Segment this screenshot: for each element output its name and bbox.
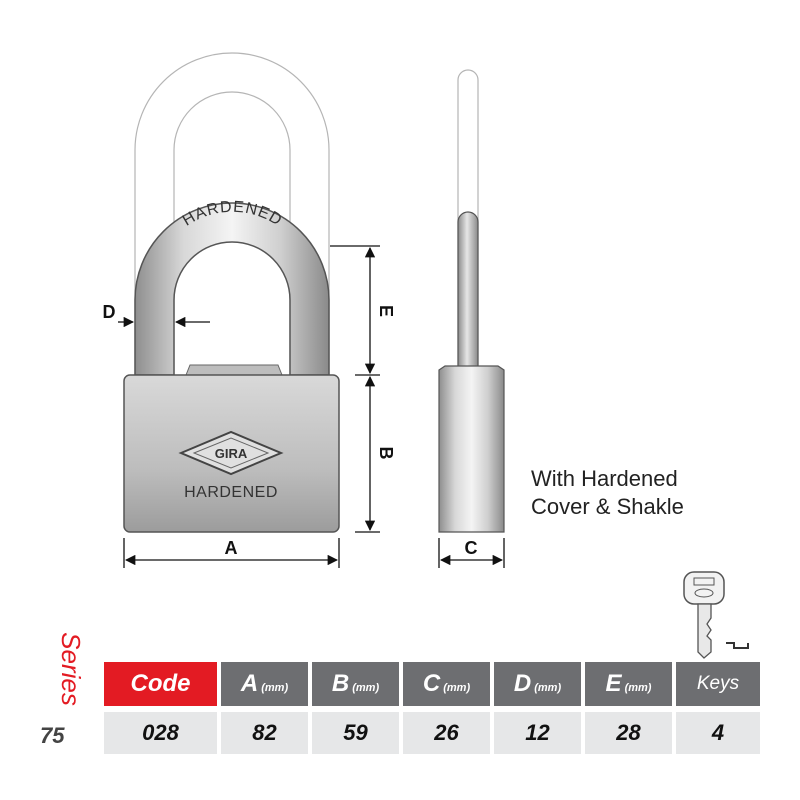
header-keys: Keys — [676, 662, 760, 706]
header-c-unit: (mm) — [443, 682, 471, 694]
feature-note: With Hardened Cover & Shakle — [531, 465, 684, 521]
header-b-label: B — [331, 670, 350, 697]
header-d-unit: (mm) — [534, 682, 562, 694]
feature-note-line-2: Cover & Shakle — [531, 494, 684, 519]
header-b: B(mm) — [312, 662, 399, 706]
body-engraving: HARDENED — [184, 484, 278, 501]
lock-body-front: GIRA HARDENED — [123, 364, 340, 533]
header-e: E(mm) — [585, 662, 672, 706]
cell-d: 12 — [494, 706, 581, 754]
header-c-label: C — [422, 670, 441, 697]
dimension-lines — [118, 245, 505, 568]
cell-c: 26 — [403, 706, 490, 754]
cell-code: 028 — [104, 706, 217, 754]
header-b-unit: (mm) — [352, 682, 380, 694]
header-code: Code — [104, 662, 217, 706]
dim-label-b: B — [376, 447, 396, 460]
cell-e: 28 — [585, 706, 672, 754]
cell-b: 59 — [312, 706, 399, 754]
cell-a: 82 — [221, 706, 308, 754]
key-icon — [683, 571, 749, 659]
side-view — [438, 69, 505, 533]
dim-label-e: E — [376, 305, 396, 317]
feature-note-line-1: With Hardened — [531, 466, 678, 491]
header-a: A(mm) — [221, 662, 308, 706]
table-row: 028 82 59 26 12 28 4 — [104, 706, 760, 754]
header-e-label: E — [605, 670, 622, 697]
dim-label-c: C — [465, 538, 478, 558]
dim-label-d: D — [103, 302, 116, 322]
series-label: Series — [56, 632, 86, 706]
spec-table: Code A(mm) B(mm) C(mm) D(mm) E(mm) Keys … — [100, 662, 764, 754]
header-e-unit: (mm) — [624, 682, 652, 694]
series-number: 75 — [40, 723, 65, 748]
dimension-labels: A C D B E — [103, 302, 478, 558]
header-c: C(mm) — [403, 662, 490, 706]
gira-logo: GIRA — [178, 430, 284, 476]
header-a-label: A — [240, 670, 259, 697]
dim-label-a: A — [225, 538, 238, 558]
cell-keys: 4 — [676, 706, 760, 754]
header-a-unit: (mm) — [261, 682, 289, 694]
shackle: HARDENED — [134, 199, 330, 376]
header-d: D(mm) — [494, 662, 581, 706]
long-shackle-outline — [134, 52, 330, 375]
header-d-label: D — [513, 670, 532, 697]
svg-text:GIRA: GIRA — [215, 446, 248, 461]
spec-table-header-row: Code A(mm) B(mm) C(mm) D(mm) E(mm) Keys — [104, 662, 760, 706]
